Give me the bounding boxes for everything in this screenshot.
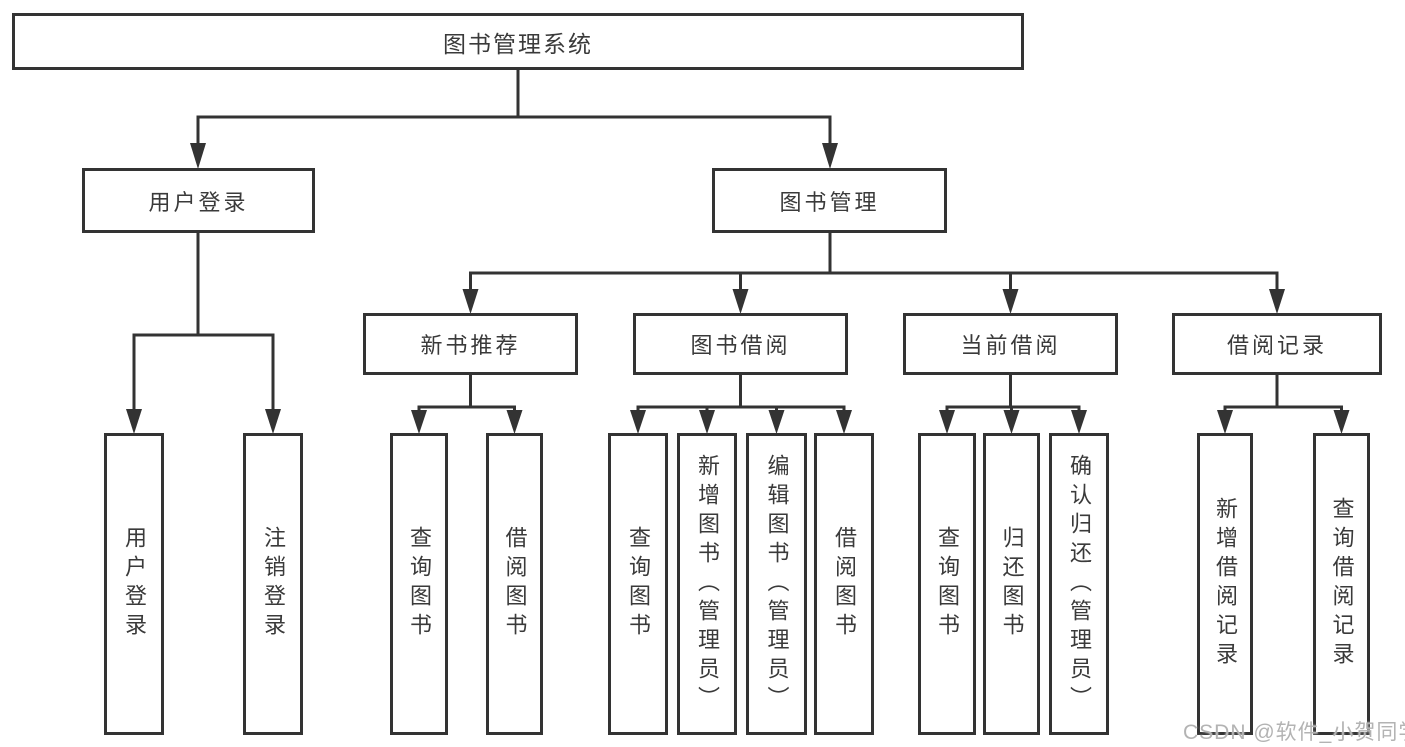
arrowhead-down [411,410,427,434]
node-current-borrowing: 当前借阅 [903,313,1118,375]
leaf-edit-books-admin: 编辑图书（管理员） [746,433,807,735]
arrowhead-down [768,410,785,434]
connector-book-management-to-level3 [462,233,1285,314]
arrowhead-down [699,410,715,434]
arrowhead-down [1071,410,1087,434]
connector-borrowing-records-to-leaves [1217,375,1350,434]
connector-new-book-recommendation-to-leaves [411,375,523,434]
arrowhead-down [630,410,646,434]
arrowhead-down [190,143,206,169]
leaf-query-books-borrowing: 查询图书 [608,433,668,735]
arrowhead-down [1002,289,1019,314]
connector-user-login-to-leaves [126,233,281,434]
leaf-logout: 注销登录 [243,433,303,735]
arrowhead-down [836,410,852,434]
node-user-login: 用户登录 [82,168,315,233]
arrowhead-down [822,143,838,169]
arrowhead-down [939,410,955,434]
node-new-book-recommendation: 新书推荐 [363,313,578,375]
arrowhead-down [265,409,281,434]
connector-current-borrowing-to-leaves [939,375,1087,434]
arrowhead-down [732,289,749,314]
arrowhead-down [462,289,479,314]
arrowhead-down [126,409,142,434]
leaf-add-borrow-record: 新增借阅记录 [1197,433,1253,735]
csdn-watermark: CSDN @软件_小贺同学 [1183,721,1405,744]
leaf-query-books-current: 查询图书 [918,433,976,735]
leaf-user-login: 用户登录 [104,433,164,735]
arrowhead-down [506,410,523,434]
connector-root-to-level2 [190,68,838,169]
leaf-borrow-books-recommend: 借阅图书 [486,433,543,735]
node-book-borrowing: 图书借阅 [633,313,848,375]
leaf-query-borrow-record: 查询借阅记录 [1313,433,1370,735]
arrowhead-down [1003,410,1020,434]
node-library-management-system: 图书管理系统 [12,13,1024,70]
leaf-query-books-recommend: 查询图书 [390,433,448,735]
leaf-confirm-return-admin: 确认归还（管理员） [1049,433,1109,735]
node-borrowing-records: 借阅记录 [1172,313,1382,375]
arrowhead-down [1333,410,1350,434]
node-book-management: 图书管理 [712,168,947,233]
leaf-add-books-admin: 新增图书（管理员） [677,433,737,735]
arrowhead-down [1217,410,1233,434]
connector-book-borrowing-to-leaves [630,375,852,434]
arrowhead-down [1269,289,1285,314]
leaf-return-books: 归还图书 [983,433,1040,735]
leaf-borrow-books: 借阅图书 [814,433,874,735]
